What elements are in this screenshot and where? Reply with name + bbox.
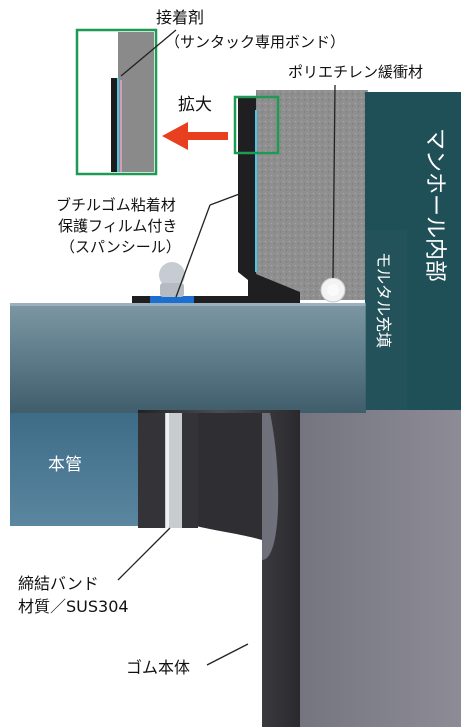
enlarge-arrow	[162, 122, 228, 150]
main-pipe	[10, 413, 138, 526]
top-knob	[159, 262, 185, 288]
butyl-tape	[150, 296, 194, 303]
label-enlarge: 拡大	[178, 95, 212, 115]
fastening-band	[165, 413, 182, 528]
leader-butyl-2	[209, 192, 243, 206]
label-band-1: 締結バンド	[18, 574, 99, 593]
rubber-body	[138, 410, 300, 727]
label-main-pipe: 本管	[48, 455, 82, 475]
manhole-wall	[365, 92, 461, 410]
leader-rubber	[206, 643, 249, 666]
concrete-block	[256, 90, 368, 300]
label-butyl-2: 保護フィルム付き	[58, 217, 177, 235]
label-rubber-body: ゴム本体	[126, 658, 190, 677]
leader-adhesive	[120, 29, 177, 77]
pipe-section	[10, 303, 366, 413]
label-mortar-fill: モルタル充填	[374, 252, 393, 348]
label-polyethylene-cushion: ポリエチレン緩衝材	[288, 63, 423, 81]
label-adhesive-product: （サンタック専用ボンド）	[165, 33, 345, 51]
label-butyl-3: （スパンシール）	[60, 238, 181, 256]
label-band-2: 材質／SUS304	[18, 597, 129, 616]
leader-cushion	[332, 84, 336, 279]
label-manhole-interior: マンホール内部	[422, 128, 447, 282]
leader-band	[117, 527, 171, 581]
label-adhesive: 接着剤	[156, 8, 204, 27]
zoom-source-frame	[233, 95, 280, 155]
leader-butyl	[175, 204, 211, 298]
label-butyl-1: ブチルゴム粘着材	[56, 196, 176, 214]
